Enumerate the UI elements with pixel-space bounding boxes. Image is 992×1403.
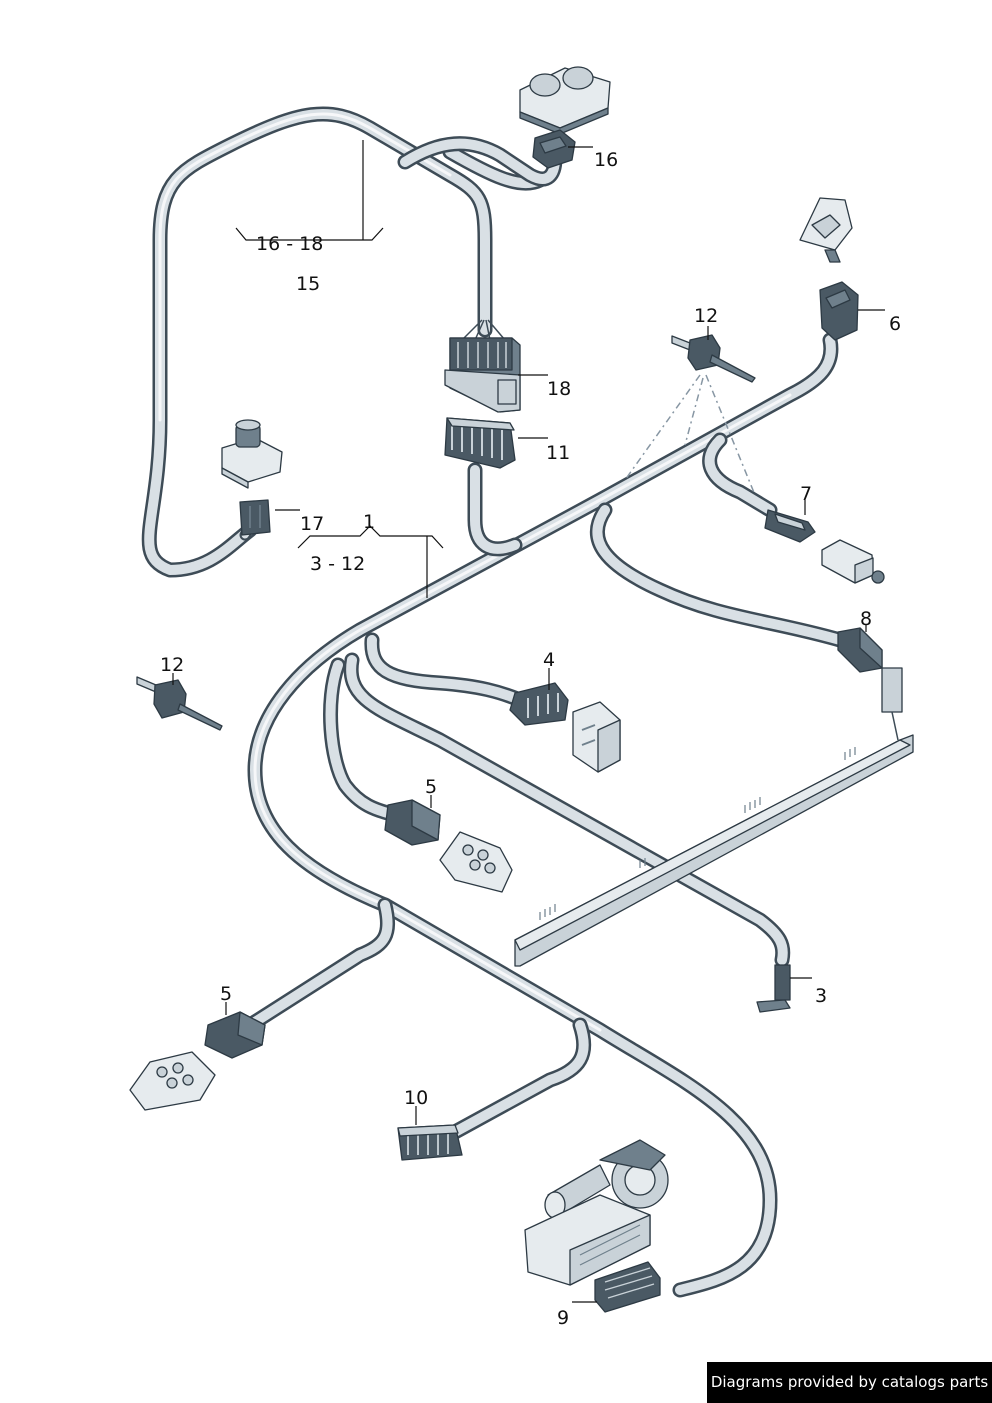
- heating-mat-icon: [514, 667, 914, 967]
- connector-11-icon: [444, 417, 516, 469]
- callout-3-12: 3 - 12: [310, 553, 365, 575]
- callout-12-upper: 12: [694, 305, 718, 327]
- callout-12-lower: 12: [160, 654, 184, 676]
- connector-16-icon: [532, 129, 576, 169]
- connector-5-upper-icon: [384, 799, 441, 846]
- callout-labels: 16 - 18 15 16 18 11 6 12 7 8 1 3 - 12 17…: [160, 149, 901, 1329]
- seat-base-upper-icon: [439, 831, 513, 893]
- leader-lines: [172, 140, 885, 1303]
- cable-clip-12-lower-icon: [136, 676, 223, 731]
- callout-15: 15: [296, 273, 320, 295]
- callout-18: 18: [547, 378, 571, 400]
- callout-8: 8: [860, 608, 872, 630]
- connector-9-icon: [594, 1261, 661, 1313]
- clip-position-indicators: [624, 374, 756, 496]
- connector-17-icon: [239, 499, 271, 536]
- callout-16-18: 16 - 18: [256, 233, 323, 255]
- harness-cables: [141, 106, 848, 1298]
- connector-10-icon: [397, 1124, 463, 1161]
- callout-17: 17: [300, 513, 324, 535]
- connector-18-wires: [461, 319, 506, 341]
- connector-5-lower-icon: [204, 1011, 266, 1059]
- rotary-switch-icon: [221, 419, 283, 489]
- credit-banner: Diagrams provided by catalogs parts: [707, 1362, 992, 1403]
- callout-3: 3: [815, 985, 827, 1007]
- connector-8-icon: [837, 627, 883, 673]
- control-unit-icon: [524, 1194, 651, 1286]
- callout-16: 16: [594, 149, 618, 171]
- connector-7-icon: [764, 509, 816, 543]
- sensor-plug-icon: [821, 539, 885, 584]
- callout-1: 1: [363, 511, 375, 533]
- callout-4: 4: [543, 649, 555, 671]
- callout-10: 10: [404, 1087, 428, 1109]
- callout-6: 6: [889, 313, 901, 335]
- seat-base-lower-icon: [129, 1051, 216, 1111]
- seat-switch-icon: [799, 197, 853, 263]
- sensor-3-icon: [756, 964, 791, 1013]
- seat-motor-icon: [544, 1139, 669, 1219]
- switch-module-icon: [519, 66, 611, 135]
- callout-9: 9: [557, 1307, 569, 1329]
- callout-5-lower: 5: [220, 983, 232, 1005]
- lumbar-switch-icon: [572, 701, 621, 773]
- connector-18-icon: [444, 337, 521, 413]
- callout-11: 11: [546, 442, 570, 464]
- cable-clip-12-upper-icon: [671, 334, 756, 383]
- callout-5-upper: 5: [425, 776, 437, 798]
- connector-4-icon: [509, 682, 569, 726]
- connector-6-icon: [819, 281, 859, 341]
- callout-7: 7: [800, 483, 812, 505]
